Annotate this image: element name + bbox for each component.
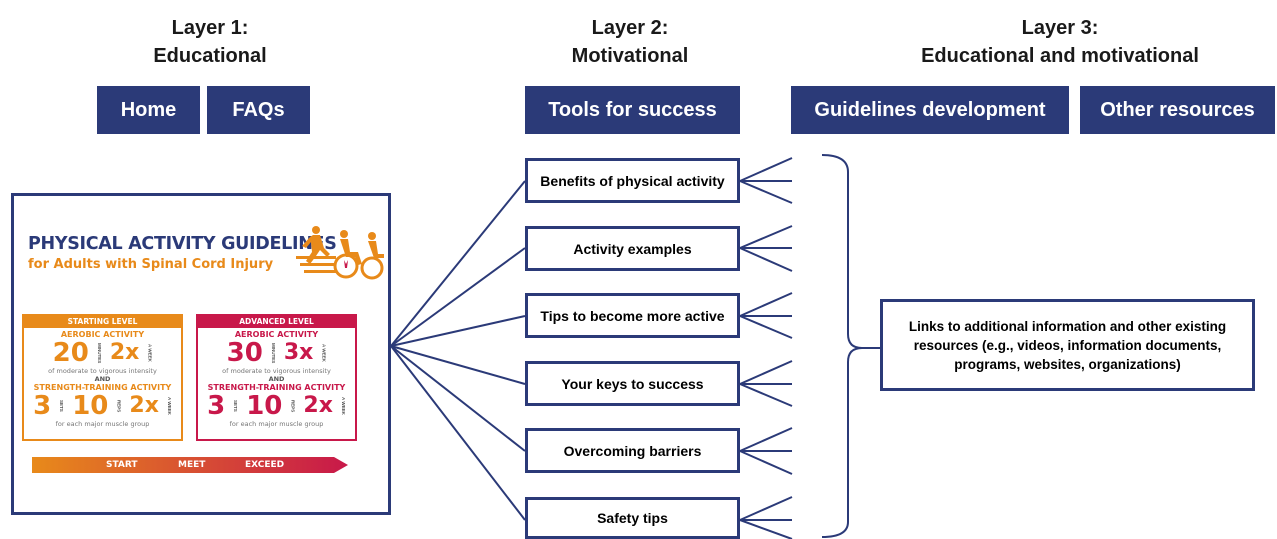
starting-strength-label: STRENGTH-TRAINING ACTIVITY	[33, 383, 172, 392]
advanced-aerobic-minutes: 30	[226, 338, 263, 368]
additional-resources-box: Links to additional information and othe…	[880, 299, 1255, 391]
week-unit: A WEEK	[147, 344, 153, 362]
home-button[interactable]: Home	[97, 86, 200, 134]
fan-lines	[739, 157, 793, 539]
arrow-label-start: START	[106, 460, 138, 470]
tools-for-success-button[interactable]: Tools for success	[525, 86, 740, 134]
reps-unit-adv: REPS	[290, 399, 296, 413]
layer-1-number: Layer 1:	[171, 17, 249, 39]
layer-3-number: Layer 3:	[1021, 17, 1099, 39]
advanced-level-card: ADVANCED LEVEL AEROBIC ACTIVITY 30 MINUT…	[196, 314, 357, 441]
tool-tips-to-become-more-active[interactable]: Tips to become more active	[525, 293, 740, 338]
layer-3-name: Educational and motivational	[921, 45, 1199, 67]
starting-sets: 3	[33, 391, 52, 421]
layer-3-title: Layer 3: Educational and motivational	[860, 14, 1260, 70]
connector-examples	[390, 247, 526, 347]
advanced-reps: 10	[246, 391, 283, 421]
starting-muscle-note: for each major muscle group	[55, 420, 150, 428]
arrow-label-exceed: EXCEED	[245, 460, 285, 470]
advanced-muscle-note: for each major muscle group	[229, 420, 324, 428]
reps-unit: REPS	[116, 399, 122, 413]
connector-barriers	[390, 345, 526, 452]
guidelines-title: PHYSICAL ACTIVITY GUIDELINES	[28, 234, 337, 254]
sets-unit: SETS	[59, 400, 65, 412]
advanced-aerobic-frequency: 3x	[283, 340, 314, 365]
advanced-strength-frequency: 2x	[303, 393, 333, 418]
layer-2-name: Motivational	[571, 45, 689, 67]
activity-pictograms-icon	[296, 226, 384, 280]
guidelines-subtitle: for Adults with Spinal Cord Injury	[28, 257, 274, 272]
connector-safety	[390, 345, 526, 521]
sets-unit-adv: SETS	[233, 400, 239, 412]
tool-overcoming-barriers[interactable]: Overcoming barriers	[525, 428, 740, 473]
layer-2-title: Layer 2: Motivational	[530, 14, 730, 70]
guidelines-development-button[interactable]: Guidelines development	[791, 86, 1069, 134]
tool-activity-examples[interactable]: Activity examples	[525, 226, 740, 271]
advanced-sets: 3	[207, 391, 226, 421]
minutes-unit-adv: MINUTES	[270, 342, 276, 364]
advanced-and: AND	[268, 375, 285, 383]
connector-benefits	[390, 180, 526, 347]
resources-brace	[821, 154, 863, 538]
layer-1-title: Layer 1: Educational	[110, 14, 310, 70]
tool-safety-tips[interactable]: Safety tips	[525, 497, 740, 539]
week-unit-adv: A WEEK	[321, 344, 327, 362]
tool-benefits-of-physical-activity[interactable]: Benefits of physical activity	[525, 158, 740, 203]
minutes-unit: MINUTES	[96, 342, 102, 364]
connector-tips	[390, 315, 526, 347]
starting-level-card: STARTING LEVEL AEROBIC ACTIVITY 20 MINUT…	[22, 314, 183, 441]
week-unit-2: A WEEK	[166, 397, 172, 415]
layer-2-number: Layer 2:	[591, 17, 669, 39]
starting-strength-frequency: 2x	[129, 393, 159, 418]
canada-leaf-icon	[344, 260, 348, 268]
progression-arrow	[32, 457, 348, 473]
week-unit-adv-2: A WEEK	[340, 397, 346, 415]
advanced-level-header: ADVANCED LEVEL	[198, 316, 355, 328]
arrow-label-meet: MEET	[178, 460, 206, 470]
tool-your-keys-to-success[interactable]: Your keys to success	[525, 361, 740, 406]
starting-aerobic-minutes: 20	[52, 338, 89, 368]
starting-level-header: STARTING LEVEL	[24, 316, 181, 328]
faqs-button[interactable]: FAQs	[207, 86, 310, 134]
advanced-strength-label: STRENGTH-TRAINING ACTIVITY	[207, 383, 346, 392]
starting-and: AND	[94, 375, 111, 383]
advanced-intensity-note: of moderate to vigorous intensity	[222, 367, 331, 375]
other-resources-button[interactable]: Other resources	[1080, 86, 1275, 134]
starting-reps: 10	[72, 391, 109, 421]
advanced-aerobic-label: AEROBIC ACTIVITY	[234, 330, 319, 339]
starting-aerobic-label: AEROBIC ACTIVITY	[60, 330, 145, 339]
starting-aerobic-frequency: 2x	[109, 340, 140, 365]
connector-keys	[390, 345, 526, 385]
layer-1-name: Educational	[153, 45, 267, 67]
starting-intensity-note: of moderate to vigorous intensity	[48, 367, 157, 375]
